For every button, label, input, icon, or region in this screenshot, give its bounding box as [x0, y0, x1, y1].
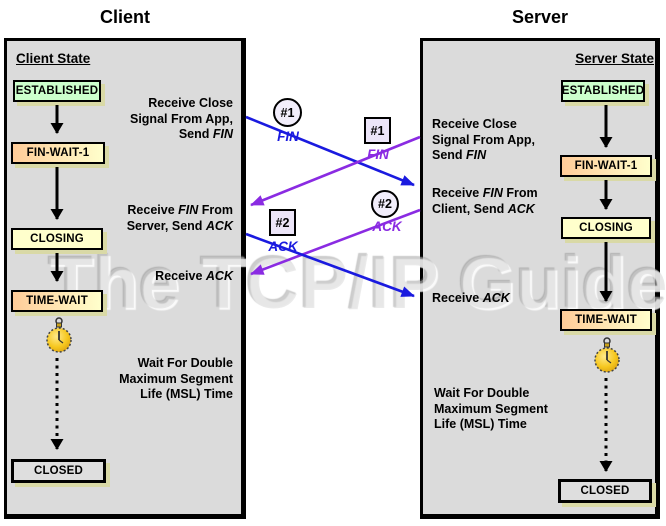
server-ack-label: ACK: [372, 219, 402, 234]
client-anno-wait-msl: Wait For Double Maximum Segment Life (MS…: [119, 356, 233, 401]
server-state-time-wait: TIME-WAIT: [560, 309, 652, 331]
server-ack-segment-badge: #2: [371, 190, 399, 218]
client-state-established: ESTABLISHED: [13, 80, 101, 102]
server-anno-receive-ack: Receive ACK: [432, 291, 510, 305]
server-state-fin-wait-1: FIN-WAIT-1: [560, 155, 652, 177]
client-ack-segment-badge: #2: [269, 209, 296, 236]
client-anno-receive-ack: Receive ACK: [155, 269, 233, 283]
server-state-established: ESTABLISHED: [561, 80, 645, 102]
server-timer-clock-icon: [594, 337, 620, 373]
server-fin-segment-badge: #1: [364, 117, 391, 144]
client-state-fin-wait-1: FIN-WAIT-1: [11, 142, 105, 164]
client-ack-label: ACK: [268, 239, 298, 254]
client-anno-receive-fin: Receive FIN From Server, Send ACK: [126, 203, 233, 233]
server-state-header: Server State: [575, 51, 654, 66]
server-anno-receive-close: Receive Close Signal From App, Send FIN: [432, 117, 536, 162]
server-state-closing: CLOSING: [561, 217, 651, 239]
server-anno-wait-msl: Wait For Double Maximum Segment Life (MS…: [434, 386, 548, 431]
server-title: Server: [511, 7, 569, 27]
client-state-closed: CLOSED: [11, 459, 106, 483]
server-panel: [420, 38, 660, 519]
client-title: Client: [99, 7, 150, 27]
client-fin-segment-badge: #1: [273, 98, 302, 127]
client-state-time-wait: TIME-WAIT: [11, 290, 103, 312]
server-anno-receive-fin: Receive FIN From Client, Send ACK: [432, 186, 538, 216]
client-panel: [4, 38, 246, 519]
client-state-header: Client State: [16, 51, 91, 66]
client-timer-clock-icon: [46, 317, 72, 353]
client-fin-label: FIN: [277, 129, 299, 144]
server-fin-label: FIN: [367, 147, 389, 162]
client-anno-receive-close: Receive Close Signal From App, Send FIN: [129, 96, 233, 141]
client-state-closing: CLOSING: [11, 228, 103, 250]
server-state-closed: CLOSED: [558, 479, 652, 503]
